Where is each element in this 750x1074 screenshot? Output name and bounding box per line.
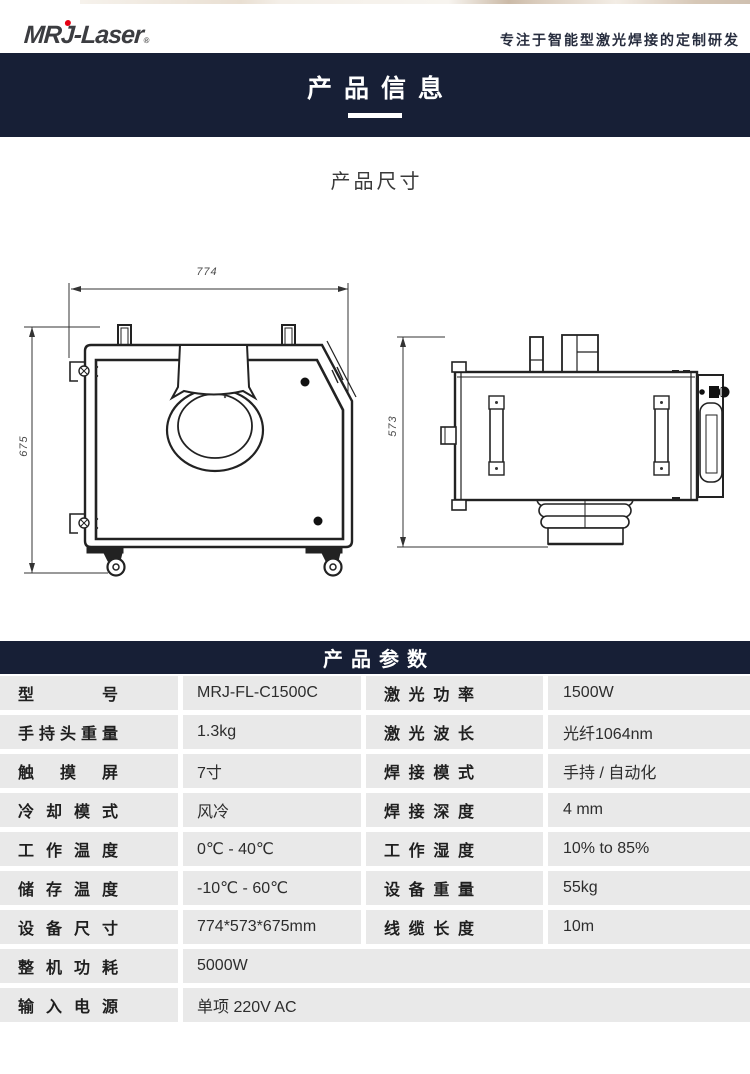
left-connector <box>440 426 457 445</box>
ring-inner <box>177 393 253 459</box>
table-row: 储存温度 -10℃ - 60℃ 设备重量 55kg <box>0 871 750 905</box>
table-row: 冷却模式 风冷 焊接深度 4 mm <box>0 793 750 827</box>
handle-slot-right <box>653 395 670 476</box>
param-value: 手持 / 自动化 <box>548 754 750 788</box>
param-value: 0℃ - 40℃ <box>183 832 361 866</box>
screw-bottom <box>313 516 323 526</box>
param-value: 4 mm <box>548 793 750 827</box>
front-view-drawing: 774 675 <box>0 250 380 590</box>
param-value: 风冷 <box>183 793 361 827</box>
param-label: 储存温度 <box>18 882 118 899</box>
param-label: 设备重量 <box>384 882 474 899</box>
dimension-675-lines <box>24 326 108 574</box>
caster-front-left <box>86 546 126 577</box>
brand-logo: MRJ-Laser® <box>23 20 150 50</box>
cable-hook-lower <box>69 513 99 534</box>
table-row: 工作温度 0℃ - 40℃ 工作湿度 10% to 85% <box>0 832 750 866</box>
param-label: 线缆长度 <box>384 921 474 938</box>
param-value: 774*573*675mm <box>183 910 361 944</box>
dimension-573-arrows <box>400 337 406 547</box>
params-banner: 产品参数 <box>0 641 750 674</box>
logo-mr: MR <box>23 21 62 49</box>
dimension-width-label: 774 <box>196 266 218 278</box>
param-label: 冷却模式 <box>18 804 118 821</box>
left-tab-bottom <box>451 499 467 511</box>
param-label: 型号 <box>18 687 118 704</box>
side-view-svg <box>397 334 730 548</box>
dimension-depth-label: 573 <box>387 415 399 437</box>
dimension-573-lines <box>397 336 548 548</box>
param-value: 10% to 85% <box>548 832 750 866</box>
chamfer-edge <box>326 340 357 398</box>
left-tab-top <box>451 361 467 373</box>
brand-tagline: 专注于智能型激光焊接的定制研发 <box>500 32 740 48</box>
dimension-774-lines <box>68 283 349 396</box>
table-row: 整机功耗 5000W <box>0 949 750 983</box>
side-view-drawing: 573 <box>385 320 750 560</box>
cable-hook-upper <box>69 361 99 382</box>
front-view-svg <box>24 283 357 577</box>
knob <box>699 386 730 398</box>
dimension-774-arrows <box>71 286 348 292</box>
dimension-675-arrows <box>29 327 35 573</box>
param-value: 10m <box>548 910 750 944</box>
gun-bracket <box>169 344 258 401</box>
dimensions-section-title: 产品尺寸 <box>330 171 423 193</box>
product-info-title: 产品信息 <box>306 74 455 103</box>
table-row: 手持头重量 1.3kg 激光波长 光纤1064nm <box>0 715 750 749</box>
param-label: 触摸屏 <box>18 765 118 782</box>
param-value: 单项 220V AC <box>183 988 750 1022</box>
param-value: -10℃ - 60℃ <box>183 871 361 905</box>
header: MRJ-Laser® 专注于智能型激光焊接的定制研发 <box>0 4 750 53</box>
param-value: 7寸 <box>183 754 361 788</box>
screw-top <box>300 377 310 387</box>
param-label: 激光波长 <box>384 726 474 743</box>
params-table: 型号 MRJ-FL-C1500C 激光功率 1500W 手持头重量 1.3kg … <box>0 676 750 1027</box>
param-label: 激光功率 <box>384 687 474 704</box>
param-value: 5000W <box>183 949 750 983</box>
handle-slot-left <box>488 395 505 476</box>
table-row: 输入电源 单项 220V AC <box>0 988 750 1022</box>
caster-front-right <box>305 546 343 577</box>
panel-outline <box>94 358 345 541</box>
table-row: 触摸屏 7寸 焊接模式 手持 / 自动化 <box>0 754 750 788</box>
param-value: 1500W <box>548 676 750 710</box>
product-info-banner: 产品信息 <box>0 53 750 137</box>
param-label: 焊接深度 <box>384 804 474 821</box>
param-label: 焊接模式 <box>384 765 474 782</box>
param-value: 55kg <box>548 871 750 905</box>
photo-edge-strip <box>80 0 750 4</box>
param-label: 整机功耗 <box>18 960 118 977</box>
params-banner-title: 产品参数 <box>323 649 435 671</box>
param-label: 工作湿度 <box>384 843 474 860</box>
param-label: 手持头重量 <box>18 726 118 743</box>
top-posts <box>117 324 296 346</box>
param-label: 设备尺寸 <box>18 921 118 938</box>
top-blocks <box>529 334 599 373</box>
title-underline <box>348 112 402 118</box>
table-row: 设备尺寸 774*573*675mm 线缆长度 10m <box>0 910 750 944</box>
table-row: 型号 MRJ-FL-C1500C 激光功率 1500W <box>0 676 750 710</box>
param-label: 输入电源 <box>18 999 118 1016</box>
param-value: 1.3kg <box>183 715 361 749</box>
caster-wheels <box>86 546 343 577</box>
logo-j: J <box>59 20 75 49</box>
dimension-height-label: 675 <box>18 435 30 457</box>
param-value: MRJ-FL-C1500C <box>183 676 361 710</box>
param-label: 工作温度 <box>18 843 118 860</box>
registered-mark: ® <box>143 36 149 45</box>
logo-laser: -Laser <box>72 21 144 49</box>
param-value: 光纤1064nm <box>548 715 750 749</box>
